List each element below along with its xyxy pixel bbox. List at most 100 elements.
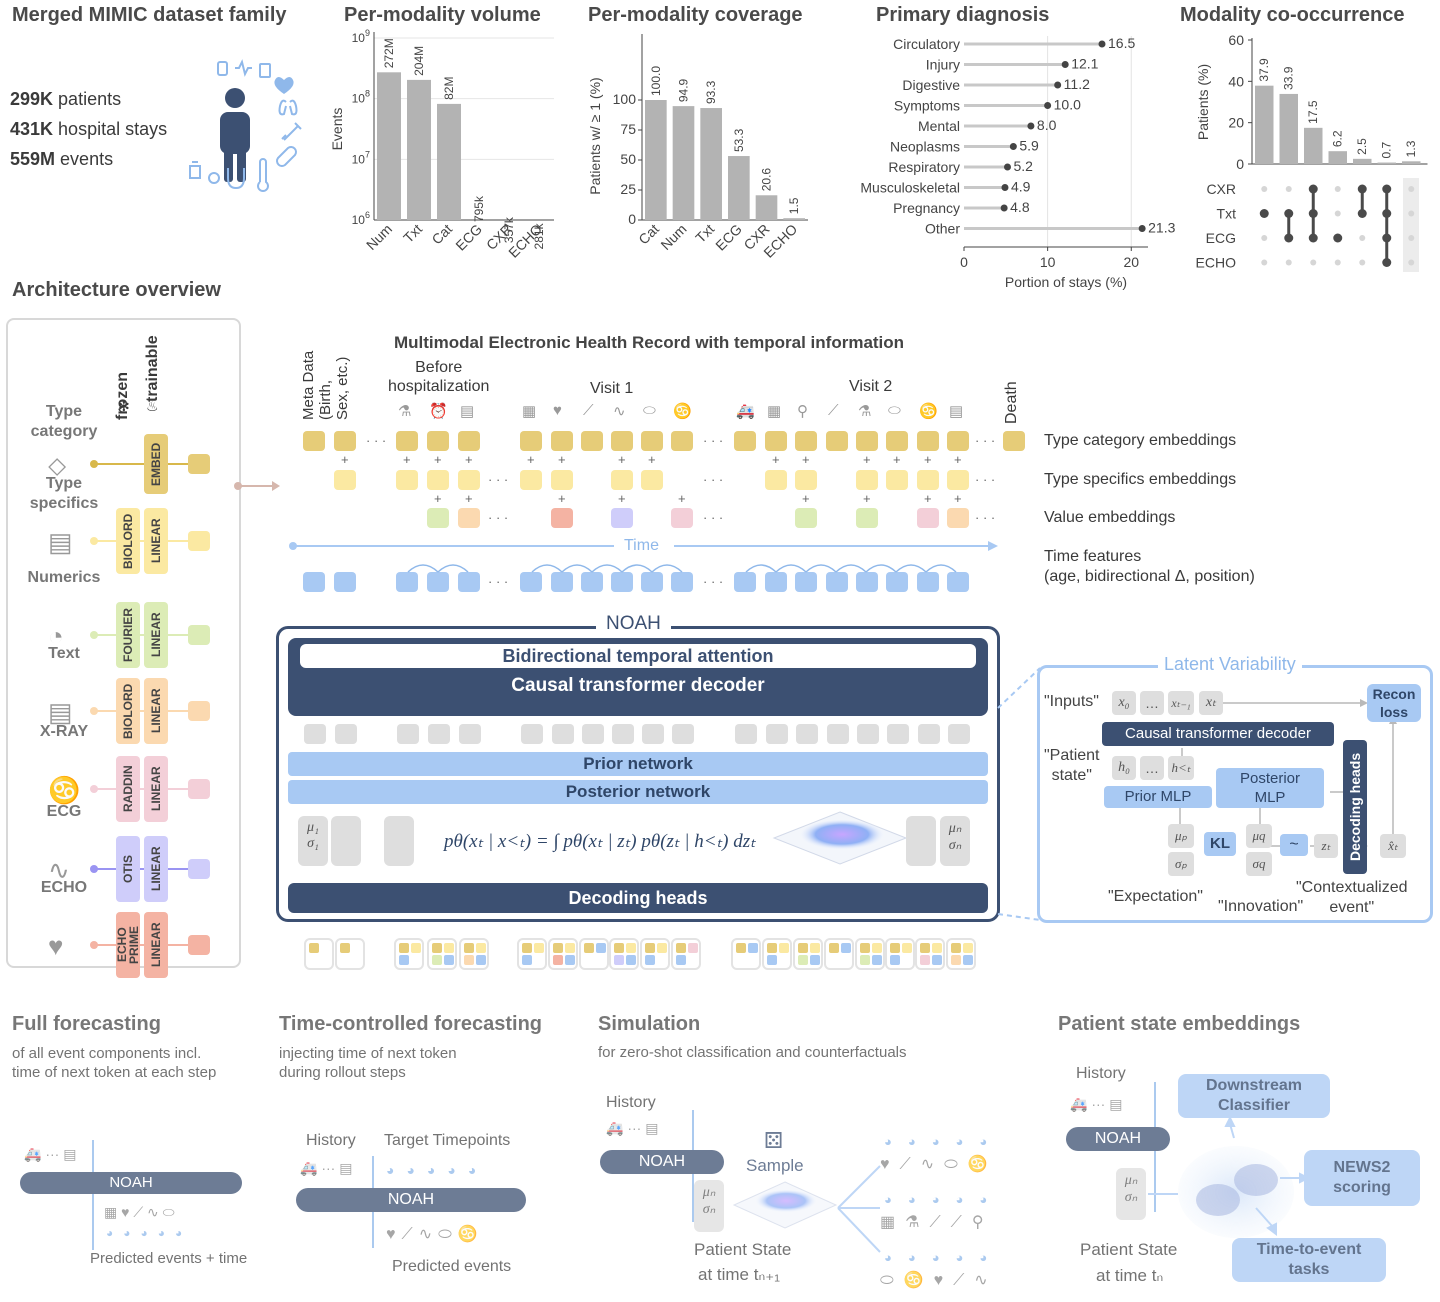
- embedding-output-token: [188, 935, 210, 955]
- sigma-p: σₚ: [1168, 852, 1194, 876]
- arch-row-line: [94, 463, 190, 465]
- latent-decoder: Causal transformer decoder: [1102, 722, 1334, 746]
- attention-bar: Bidirectional temporal attention: [300, 644, 976, 668]
- y-tick-label: 107: [352, 149, 370, 166]
- output-component: [676, 955, 686, 965]
- app-emb-title: Patient state embeddings: [1058, 1013, 1301, 1035]
- virus-icon: [208, 172, 220, 184]
- document-icon: [259, 63, 271, 78]
- output-component: [798, 955, 808, 965]
- data-label: 94.9: [677, 78, 691, 102]
- app-sim-history: History: [606, 1094, 656, 1111]
- data-label: 93.3: [704, 80, 718, 104]
- output-component: [399, 955, 409, 965]
- output-component: [553, 955, 563, 965]
- history-icons: 🚑 ··· ▤: [606, 1120, 659, 1136]
- posterior-network: Posterior network: [288, 780, 988, 804]
- category-label: Respiratory: [888, 159, 960, 175]
- category-label: Symptoms: [894, 98, 960, 114]
- output-component: [860, 955, 870, 965]
- data-label: 0.7: [1380, 142, 1394, 159]
- output-component: [767, 943, 777, 953]
- type-specifics-token: [947, 470, 969, 490]
- trainable-projection-tag: LINEAR: [144, 756, 168, 822]
- latent-density-icon: [772, 811, 908, 865]
- output-component: [522, 943, 532, 953]
- plus-sign: +: [954, 491, 962, 506]
- type-category-token: [795, 431, 817, 451]
- data-label: 4.9: [1011, 179, 1031, 195]
- output-component: [614, 943, 624, 953]
- event-type-icon: ⚗: [398, 403, 412, 420]
- event-type-icon: ⬭: [888, 402, 901, 419]
- arch-row-dot: [90, 460, 98, 468]
- embedding-output-token: [188, 779, 210, 799]
- decoder-block: Bidirectional temporal attention Causal …: [288, 638, 988, 716]
- bar: [1304, 127, 1323, 164]
- arch-row-line: [94, 540, 190, 542]
- output-component: [584, 943, 594, 953]
- time-feature-token: [947, 572, 969, 592]
- type-category-token: [551, 431, 573, 451]
- point: [1027, 122, 1035, 130]
- type-specifics-token: [551, 470, 573, 490]
- matrix-row-label: ECHO: [1196, 255, 1237, 271]
- output-event-token: [946, 938, 976, 970]
- x-axis-label: Portion of stays (%): [1005, 274, 1127, 290]
- app-time-title: Time-controlled forecasting: [279, 1013, 543, 1035]
- output-component: [676, 943, 686, 953]
- output-component: [645, 943, 655, 953]
- data-label: 20.6: [760, 168, 774, 192]
- history-icons: 🚑 ··· ▤: [24, 1146, 77, 1162]
- modality-ring-icons: [189, 59, 302, 192]
- hidden-state-token: [552, 724, 574, 744]
- point: [1044, 102, 1052, 109]
- flame-icon: ♨: [146, 398, 159, 414]
- ellipsis: · · ·: [488, 574, 509, 589]
- hidden-state-token: [857, 724, 879, 744]
- type-specifics-token: [611, 470, 633, 490]
- plus-sign: +: [954, 452, 962, 467]
- data-label: 204M: [412, 46, 426, 76]
- bar: [755, 195, 778, 220]
- app-emb-time: at time tₙ: [1096, 1266, 1164, 1285]
- type-category-token: [303, 431, 325, 451]
- matrix-dot-off: [1334, 186, 1341, 192]
- type-category-token: [520, 431, 542, 451]
- plus-sign: +: [863, 452, 871, 467]
- row-label-value: Value embeddings: [1044, 509, 1176, 526]
- data-label: 5.2: [1013, 158, 1033, 174]
- pill-bottle-icon: [217, 61, 228, 76]
- plus-sign: +: [341, 452, 349, 467]
- zoom-lines: [997, 667, 1041, 921]
- gauge-icon: ◔: [48, 621, 64, 651]
- x-tick-label: Num: [363, 221, 395, 253]
- plus-sign: +: [618, 452, 626, 467]
- chart-diagnosis-title: Primary diagnosis: [876, 4, 1050, 26]
- data-label: 16.5: [1108, 35, 1135, 51]
- category-label: Neoplasms: [890, 139, 960, 155]
- plus-sign: +: [648, 452, 656, 467]
- hidden-state-token: [521, 724, 543, 744]
- trainable-projection-tag: LINEAR: [144, 508, 168, 574]
- output-event-token: [793, 938, 823, 970]
- arch-row-line: [94, 868, 190, 870]
- sim-branch-3-times: ◕◕◕◕◕: [884, 1250, 1004, 1265]
- bar: [1377, 162, 1396, 164]
- category-label: Musculoskeletal: [860, 180, 960, 196]
- output-component: [951, 955, 961, 965]
- stat-stays: 431K hospital stays: [10, 119, 168, 139]
- app-time-caption: Predicted events: [392, 1258, 512, 1275]
- event-type-icon: ⏰: [429, 403, 448, 420]
- output-event-token: [459, 938, 489, 970]
- app-full-title: Full forecasting: [12, 1013, 161, 1035]
- app-sim-title: Simulation: [598, 1013, 701, 1035]
- bar: [783, 218, 805, 220]
- output-component: [841, 943, 851, 953]
- hidden-h0: h₀: [1112, 756, 1136, 780]
- app-emb-history: History: [1076, 1065, 1126, 1082]
- category-label: Other: [925, 221, 960, 237]
- time-feature-token: [334, 572, 356, 592]
- output-component: [565, 955, 575, 965]
